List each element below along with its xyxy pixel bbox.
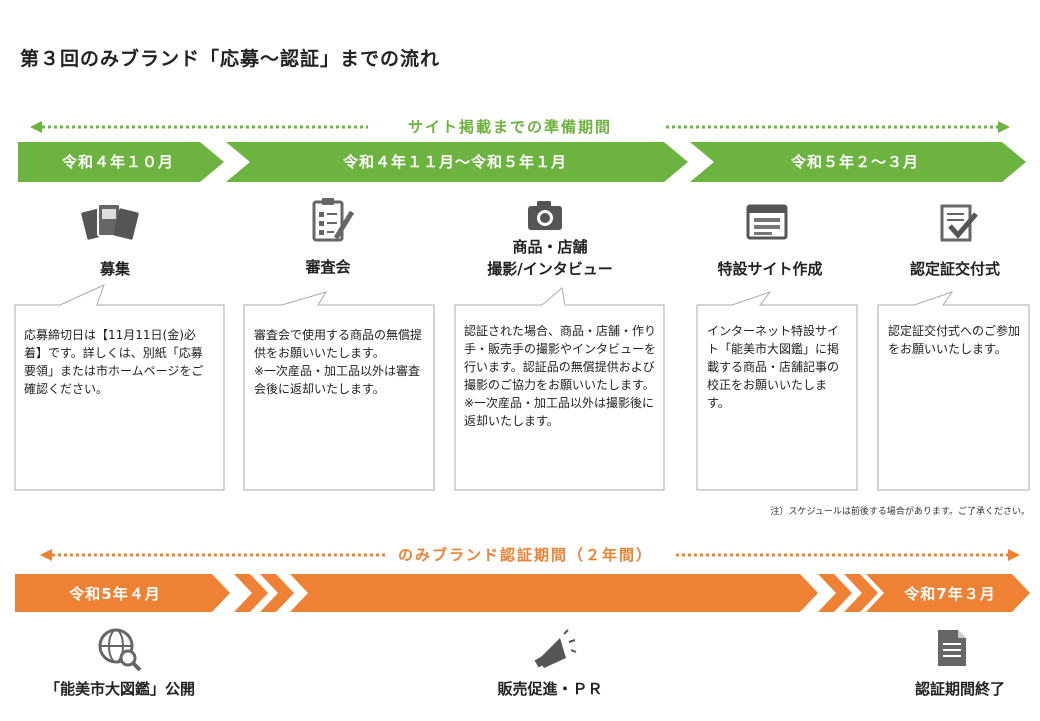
step-title-3: 商品・店舗 撮影/インタビュー	[487, 238, 613, 278]
top-period-label: サイト掲載までの準備期間	[402, 116, 619, 137]
webpage-icon	[746, 204, 788, 240]
schedule-note: 注）スケジュールは前後する場合があります。ご了承ください。	[770, 507, 1030, 517]
orange-chevron-b	[260, 574, 294, 612]
orange-arrow-1	[15, 574, 230, 612]
orange-chevron-c	[818, 574, 852, 612]
green-arrow-label-1: 令和４年１０月	[61, 153, 174, 171]
bottom-period-arrow	[40, 549, 1020, 561]
green-arrow-2	[226, 142, 688, 182]
globe-search-icon	[98, 628, 142, 672]
step-text-2: 審査会で使用する商品の無償提供をお願いいたします。 ※一次産品・加工品以外は審査…	[254, 328, 423, 396]
step-box-2	[243, 291, 435, 491]
orange-arrow-label-2: 令和7年３月	[904, 585, 996, 603]
orange-chevron-a	[234, 574, 268, 612]
step-text-3: 認証された場合、商品・店舗・作り手・販売手の撮影やインタビューを行います。認証品…	[464, 324, 657, 428]
document-icon	[938, 630, 966, 666]
page-title: 第３回のみブランド「応募～認証」までの流れ	[20, 48, 441, 70]
step-title-2: 審査会	[305, 258, 351, 276]
camera-icon	[528, 201, 562, 230]
step-box-5	[877, 291, 1030, 491]
green-arrow-label-2: 令和４年１１月～令和５年１月	[342, 153, 567, 171]
checklist-icon	[312, 198, 355, 242]
step-title-5: 認定証交付式	[909, 260, 1000, 278]
green-arrow-3	[690, 142, 1026, 182]
step-text-5: 認定証交付式へのご参加をお願いいたします。	[888, 324, 1021, 356]
top-period-arrow	[30, 121, 1010, 133]
megaphone-icon	[534, 629, 577, 668]
bottom-label-promotion: 販売促進・ＰＲ	[497, 680, 603, 698]
step-text-1: 応募締切日は【11月11日(金)必着】です。詳しくは、別紙「応募要領」または市ホ…	[24, 328, 204, 396]
step-text-4: インターネット特設サイト「能美市大図鑑」に掲載する商品・店舗記事の校正をお願いい…	[707, 324, 840, 410]
bottom-period-label: のみブランド認証期間（２年間）	[392, 544, 660, 565]
bottom-label-end: 認証期間終了	[914, 680, 1005, 698]
step-box-1	[14, 284, 225, 491]
bottom-label-publish: 「能美市大図鑑」公開	[44, 680, 195, 698]
step-box-3	[454, 287, 665, 491]
orange-arrow-label-1: 令和5年４月	[69, 585, 161, 603]
cards-icon	[81, 203, 139, 240]
orange-chevron-d	[844, 574, 878, 612]
certificate-icon	[940, 204, 978, 242]
step-title-4: 特設サイト作成	[717, 260, 823, 278]
step-title-1: 募集	[99, 260, 130, 278]
step-box-4	[696, 290, 858, 491]
orange-arrow-2	[866, 574, 1030, 612]
orange-arrow-middle	[290, 574, 818, 612]
green-arrow-label-3: 令和５年２～３月	[790, 153, 919, 171]
green-arrow-1	[18, 142, 224, 182]
